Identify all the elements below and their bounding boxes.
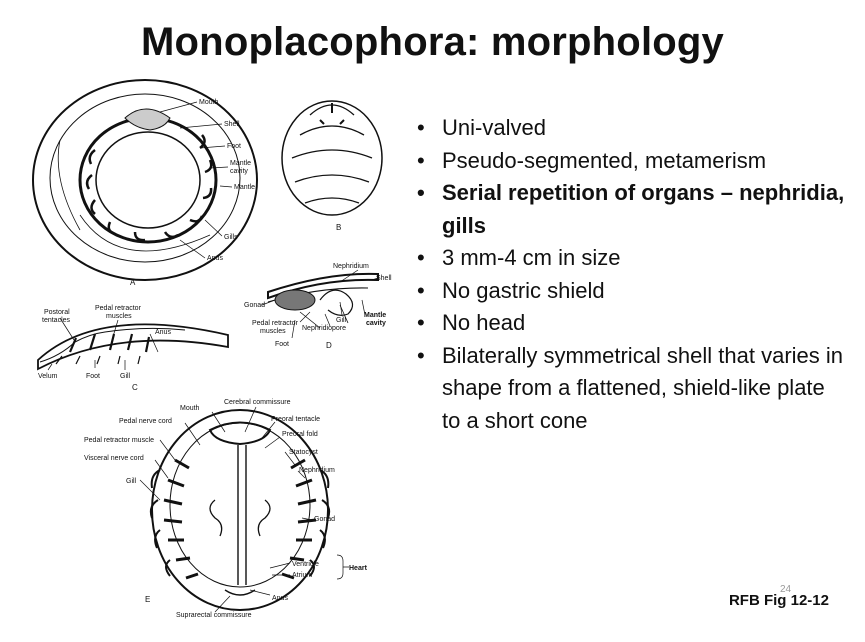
letter-a: A	[130, 278, 136, 287]
bullet-item: Uni-valved	[415, 112, 845, 145]
bullet-item: Serial repetition of organs – nephridia,…	[415, 177, 845, 242]
label-cerebral-commissure: Cerebral commissure	[224, 399, 291, 406]
label-gill-e: Gill	[126, 478, 137, 485]
label-heart: Heart	[349, 565, 368, 572]
label-anus-e: Anus	[272, 595, 288, 602]
label-anus-c: Anus	[155, 329, 171, 336]
monoplacophora-anatomy-figure: Mouth Shell Foot Mantle cavity Mantle Gi…	[32, 79, 392, 619]
label-pedal-nerve-cord: Pedal nerve cord	[119, 418, 172, 425]
label-pedal-retractor-c2: muscles	[106, 313, 132, 320]
label-nephridium-e: Nephridium	[299, 467, 335, 474]
bullet-item: No head	[415, 307, 845, 340]
figure-c-drawing	[37, 323, 229, 371]
label-preoral-fold: Preoral fold	[282, 431, 318, 438]
label-gonad-e: Gonad	[314, 516, 335, 523]
label-mouth: Mouth	[199, 99, 219, 106]
label-statocyst: Statocyst	[289, 449, 318, 456]
letter-d: D	[326, 341, 332, 350]
label-postoral-1: Postoral	[44, 309, 70, 316]
bullet-list: Uni-valved Pseudo-segmented, metamerism …	[415, 112, 845, 437]
letter-b: B	[336, 223, 341, 232]
label-shell: Shell	[224, 121, 240, 128]
label-suprarectal-commissure: Suprarectal commissure	[176, 612, 252, 619]
bullet-item: No gastric shield	[415, 275, 845, 308]
label-gills: Gills	[224, 234, 238, 241]
label-preoral-tentacle: Preoral tentacle	[271, 416, 320, 423]
label-pedal-retractor-d2: muscles	[260, 328, 286, 335]
figure-credit: RFB Fig 12-12	[728, 592, 829, 609]
label-gill-c: Gill	[120, 373, 131, 380]
label-mantle: Mantle	[234, 184, 255, 191]
label-nephridiopore: Nephridiopore	[302, 325, 346, 332]
letter-c: C	[132, 383, 138, 392]
bullet-item: Bilaterally symmetrical shell that varie…	[415, 340, 845, 438]
page-number: 24	[780, 584, 792, 595]
label-atrium: Atrium	[292, 572, 312, 579]
label-gill-d: Gill	[336, 317, 347, 324]
label-mantle-cavity-2: cavity	[230, 168, 248, 175]
label-mantle-d1: Mantle	[364, 312, 386, 319]
figure-a-drawing	[32, 79, 258, 281]
label-pedal-retractor-c1: Pedal retractor	[95, 305, 142, 312]
label-ventricle: Ventricle	[292, 561, 319, 568]
figure-b-drawing	[281, 100, 383, 216]
label-postoral-2: tentacles	[42, 317, 71, 324]
label-velum: Velum	[38, 373, 58, 380]
label-mantle-d2: cavity	[366, 320, 386, 327]
label-pedal-retractor-d1: Pedal retractor	[252, 320, 299, 327]
figure-e-drawing	[149, 409, 331, 611]
label-mantle-cavity-1: Mantle	[230, 160, 251, 167]
bullet-item: 3 mm-4 cm in size	[415, 242, 845, 275]
label-shell-d: Shell	[376, 275, 392, 282]
label-visceral-nerve-cord: Visceral nerve cord	[84, 455, 144, 462]
slide-title: Monoplacophora: morphology	[141, 20, 724, 64]
label-foot-c: Foot	[86, 373, 100, 380]
figure-d-drawing	[267, 272, 379, 329]
label-gonad-d: Gonad	[244, 302, 265, 309]
letter-e: E	[145, 595, 150, 604]
label-nephridium-d: Nephridium	[333, 263, 369, 270]
label-mouth-e: Mouth	[180, 405, 200, 412]
label-anus: Anus	[207, 255, 223, 262]
label-foot-d: Foot	[275, 341, 289, 348]
label-foot: Foot	[227, 143, 241, 150]
bullet-item: Pseudo-segmented, metamerism	[415, 145, 845, 178]
label-pedal-retractor-muscle: Pedal retractor muscle	[84, 437, 154, 444]
